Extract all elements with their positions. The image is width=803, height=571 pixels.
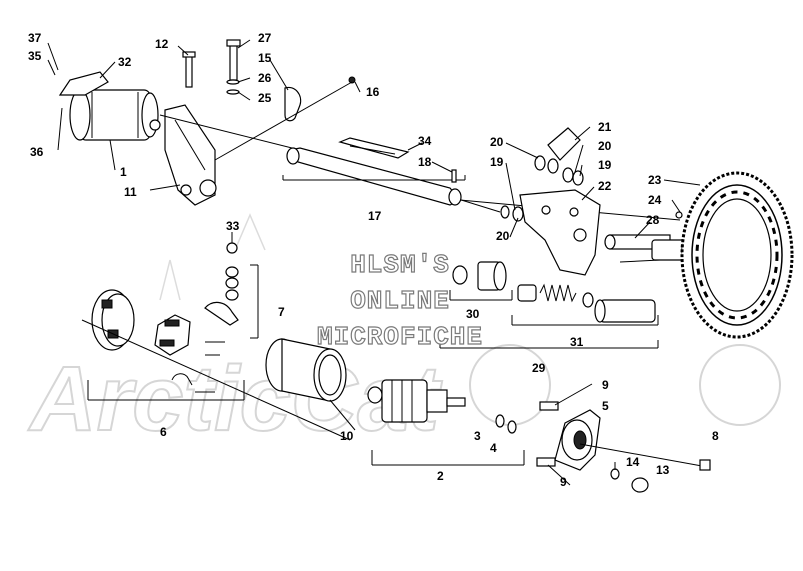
callout-2: 2 [437,469,444,483]
callout-16: 16 [366,85,380,99]
callout-26: 26 [258,71,272,85]
callout-24: 24 [648,193,662,207]
callout-32: 32 [118,55,132,69]
callout-14: 14 [626,455,640,469]
armature-2 [367,379,525,466]
mounting-bracket [164,104,217,206]
callout-17: 17 [368,209,382,223]
watermark-line-2: ONLINE [350,286,450,316]
end-cap-assembly-6 [81,289,351,441]
spring-collar-31 [439,283,659,349]
callout-25: 25 [258,91,272,105]
callout-35: 35 [28,49,42,63]
washer-4 [507,420,517,434]
pin-18 [451,169,457,183]
watermark-line-3: MICROFICHE [317,322,483,352]
ring-gear-23 [680,171,794,339]
callout-21: 21 [598,120,612,134]
callout-33: 33 [226,219,240,233]
callout-18: 18 [418,155,432,169]
leader-lines [47,39,701,486]
callout-23: 23 [648,173,662,187]
clip-15 [284,86,302,122]
callout-6: 6 [160,425,167,439]
washer-14 [610,468,620,480]
callout-11: 11 [124,185,137,199]
callout-30: 30 [466,307,480,321]
bolt-27 [226,39,241,95]
through-bolt-8 [579,443,711,471]
callout-15: 15 [258,51,272,65]
cable-17 [282,147,466,206]
callout-9a: 9 [602,378,609,392]
callout-20a: 20 [490,135,504,149]
microfiche-watermark: HLSM'S ONLINE MICROFICHE [316,249,483,352]
callout-19b: 19 [598,158,612,172]
washers-19-20 [500,155,584,222]
watermark-line-1: HLSM'S [350,250,450,280]
callout-22: 22 [598,179,612,193]
callout-1: 1 [120,165,127,179]
bolt-12 [182,51,196,88]
callout-34: 34 [418,134,432,148]
callout-36: 36 [30,145,44,159]
screw-16 [348,76,356,84]
drive-pinion-28 [604,234,693,261]
nut-13 [631,477,649,493]
callout-37: 37 [28,31,42,45]
callout-31: 31 [570,335,584,349]
callout-29: 29 [532,361,546,375]
bracket-22 [519,127,601,276]
callout-19a: 19 [490,155,504,169]
callout-20b: 20 [496,229,510,243]
starter-drive-30 [449,261,513,301]
callout-7: 7 [278,305,285,319]
callout-12: 12 [155,37,169,51]
callout-10: 10 [340,429,354,443]
callout-3: 3 [474,429,481,443]
callout-labels: 37 35 32 12 27 15 26 25 16 36 1 11 34 18… [28,31,719,489]
callout-28: 28 [646,213,660,227]
callout-4: 4 [490,441,497,455]
axis-lines-top [159,81,681,263]
starter-motor-assembly [58,71,161,141]
bolt-24 [675,211,683,219]
end-plate-5 [536,401,601,471]
callout-8: 8 [712,429,719,443]
callout-27: 27 [258,31,272,45]
washer-3 [495,414,505,428]
callout-9b: 9 [560,475,567,489]
field-housing-10 [265,338,347,402]
callout-5: 5 [602,399,609,413]
callout-20c: 20 [598,139,612,153]
brush-parts-7 [204,242,259,339]
callout-13: 13 [656,463,670,477]
decal-34 [338,137,410,159]
